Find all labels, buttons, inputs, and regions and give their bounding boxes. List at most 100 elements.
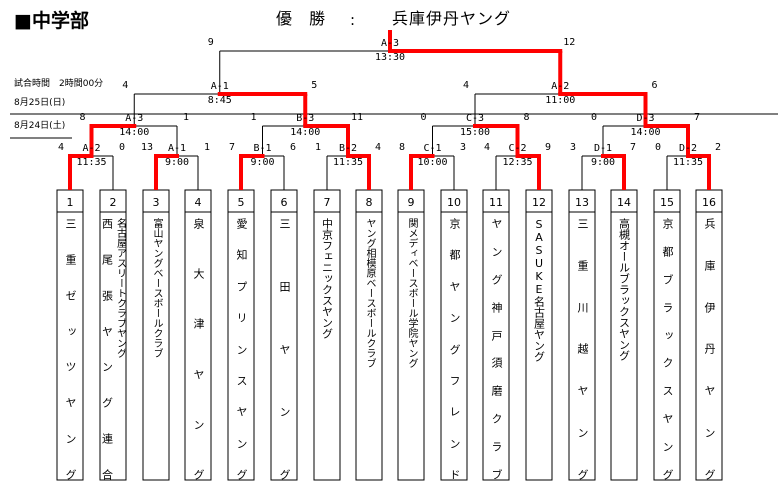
final-match-score-left: 9 [207,37,214,48]
r2-match-score-left: 0 [420,112,427,123]
team-name: 愛知プリンスヤング [235,218,248,480]
r1-match-time: 11:35 [672,157,704,168]
r1-match-score-left: 4 [483,142,491,153]
r1-match-label: B-1 [253,143,272,154]
team-name: 兵庫伊丹ヤング [703,218,716,480]
r1-match-score-left: 3 [569,142,577,153]
team-name: 三田ヤング [278,218,291,480]
team-name: 三重川越ヤング [576,218,589,480]
team-name: 京都ブラックスヤング [661,218,674,480]
r1-match-time: 11:35 [76,157,107,168]
r1-match-time: 10:00 [417,157,448,168]
team-number: 1 [66,196,74,209]
team-name: ヤング神戸須磨クラブ [490,218,503,480]
team-number: 9 [407,196,415,209]
r1-match-label: D-2 [678,143,698,154]
r1-match-score-right: 2 [714,142,722,153]
team-number: 16 [702,196,716,209]
team-name: 京都ヤングフレンド [448,218,461,480]
game-time: 試合時間 2時間00分 [14,79,104,89]
team-name: 名古屋アスリートクラブヤング [114,218,126,358]
final-match-time: 13:30 [374,52,406,63]
winner-team: 兵庫伊丹ヤング [392,9,512,28]
section-title: ■中学部 [14,10,89,32]
final-match-label: A-3 [380,38,400,49]
semi-match-score-left: 4 [462,80,470,91]
semi-match-score-right: 5 [311,80,318,91]
r2-match-time: 14:00 [119,127,150,138]
r1-match-label: C-2 [508,143,527,154]
team-name: 西尾張ヤング連合 [100,218,114,480]
team-number: 8 [365,196,373,209]
r1-match-score-left: 0 [654,142,662,153]
semi-match-score-right: 6 [651,80,658,91]
team-name: 富山ヤングベースボールクラブ [151,218,162,358]
r1-match-score-right: 7 [629,142,637,153]
team-number: 3 [152,196,160,209]
team-number: 6 [280,196,288,209]
date-day1: 8月24日(土) [14,121,66,131]
team-number: 13 [575,196,589,209]
team-name: 三重ゼッツヤング [64,218,77,480]
team-name: 関メディベースボール学院ヤング [406,218,417,368]
r1-match-score-right: 6 [289,142,297,153]
r1-match-score-left: 1 [314,142,322,153]
r1-match-time: 9:00 [590,157,616,168]
r1-match-label: C-1 [423,143,442,154]
team-name: ヤング相模原ベースボールクラブ [364,218,375,368]
r1-match-score-left: 7 [228,142,236,153]
winner-colon: : [350,11,356,29]
r1-match-score-right: 1 [203,142,211,153]
team-number: 4 [194,196,202,209]
r1-match-score-right: 3 [459,142,467,153]
r1-match-time: 11:35 [332,157,364,168]
r2-match-time: 14:00 [630,127,661,138]
team-name: 泉大津ヤング [192,218,205,480]
semi-match-time: 8:45 [207,95,232,106]
semi-match-time: 11:00 [545,95,576,106]
date-day2: 8月25日(日) [14,98,66,108]
team-number: 5 [237,196,245,209]
r1-match-score-right: 4 [374,142,382,153]
r1-match-score-left: 4 [57,142,65,153]
r2-match-score-right: 8 [523,112,530,123]
semi-match-label: A-2 [551,81,570,92]
team-name: SASUKE名古屋ヤング [532,218,546,362]
r1-match-label: D-1 [593,143,613,154]
r1-match-score-left: 8 [398,142,406,153]
team-number: 2 [109,196,117,209]
winner-path [68,30,711,190]
r2-match-label: D-3 [636,113,655,124]
r2-match-label: A-3 [125,113,144,124]
team-name: 高槻オールブラックスヤング [617,218,631,361]
r1-match-label: B-2 [338,143,358,154]
semi-match-score-left: 4 [122,80,129,91]
winner-label: 優 勝 [276,9,332,28]
r1-match-time: 12:35 [502,157,533,168]
r2-match-label: C-3 [465,113,485,124]
team-number: 7 [323,196,331,209]
r1-match-label: A-2 [82,143,101,154]
r1-match-score-right: 9 [544,142,552,153]
team-name: 中京フェニックスヤング [320,218,334,339]
r1-match-label: A-1 [167,143,187,154]
r2-match-label: B-3 [296,113,315,124]
r2-match-score-left: 8 [79,112,86,123]
team-number: 15 [660,196,674,209]
r2-match-score-left: 1 [250,112,257,123]
r1-match-score-right: 0 [118,142,126,153]
r2-match-score-right: 11 [350,112,364,123]
r2-match-time: 15:00 [459,127,491,138]
team-number: 14 [617,196,631,209]
r1-match-score-left: 13 [140,142,154,153]
semi-match-label: A-1 [210,81,229,92]
r2-match-score-right: 1 [182,112,190,123]
team-number: 12 [532,196,546,209]
r1-match-time: 9:00 [250,157,275,168]
team-number: 10 [447,196,461,209]
r2-match-time: 14:00 [290,127,321,138]
team-number: 11 [489,196,503,209]
r2-match-score-left: 0 [590,112,598,123]
final-match-score-right: 12 [563,37,576,48]
